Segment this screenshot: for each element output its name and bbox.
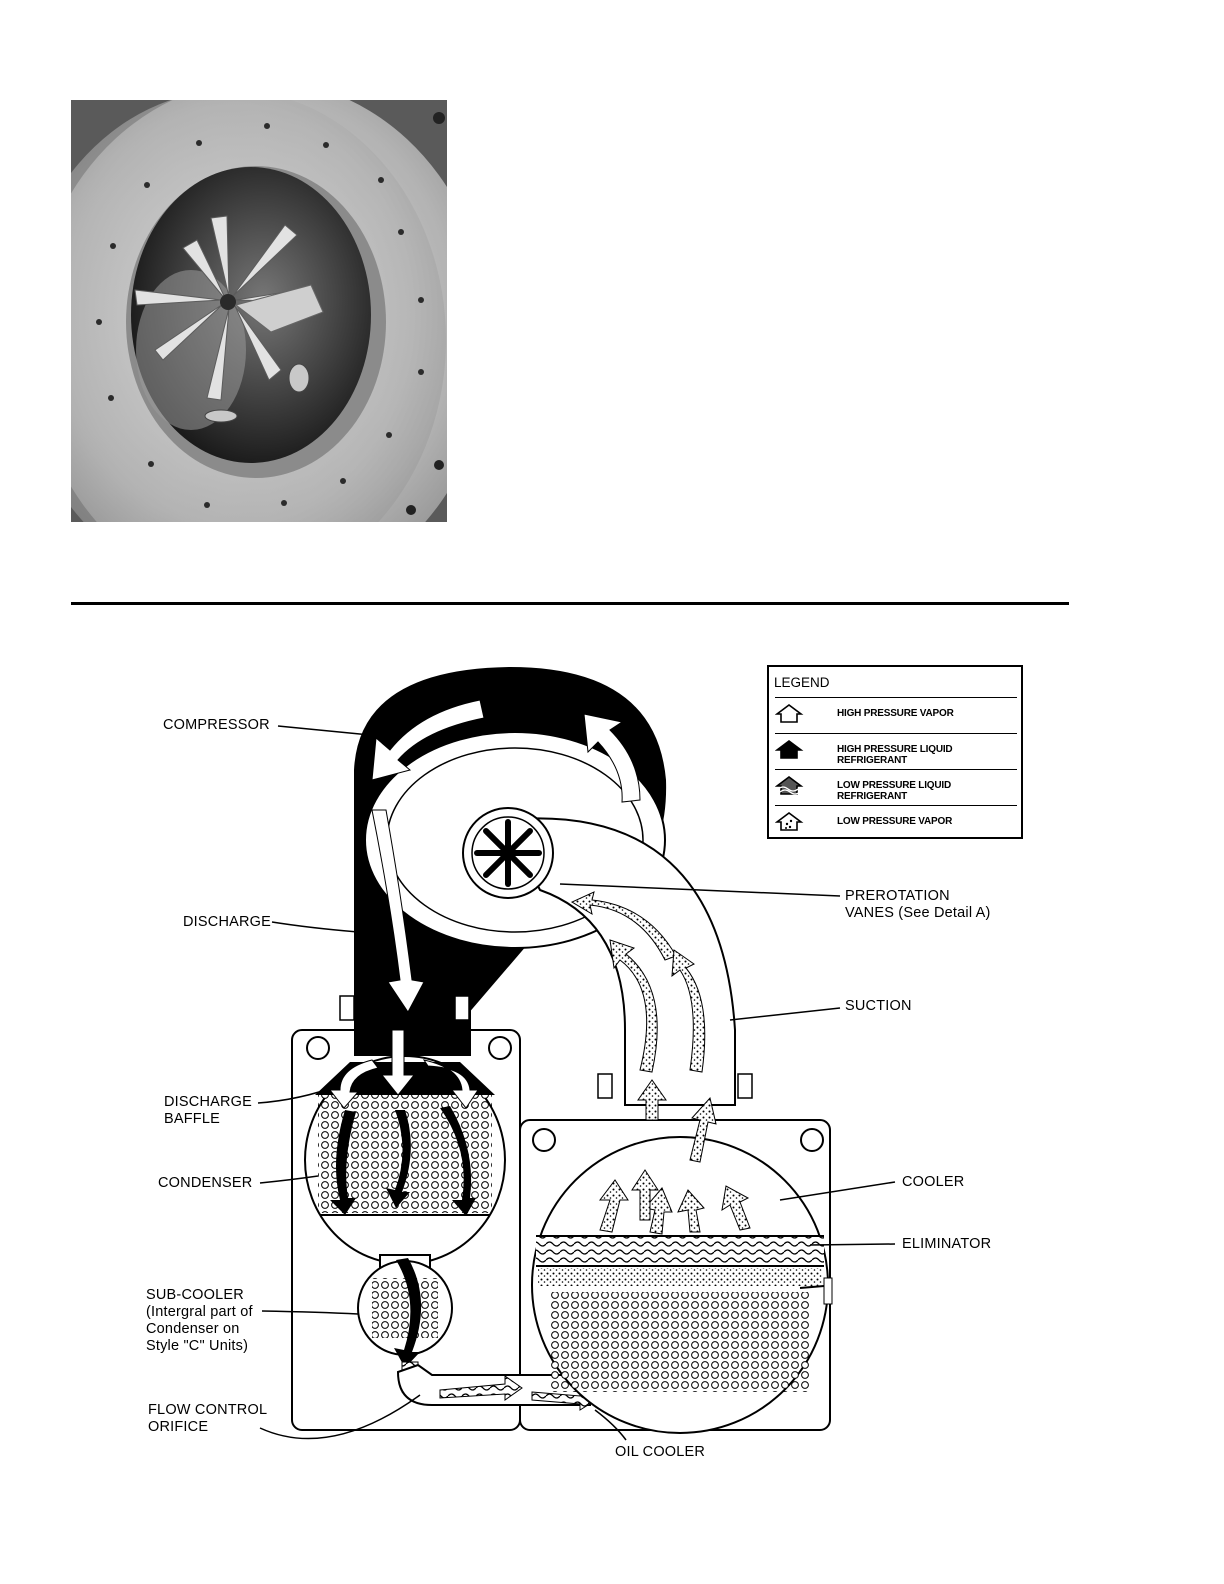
- section-divider: [71, 602, 1069, 605]
- sub-cooler-label: SUB-COOLER(Intergral part of Condenser o…: [146, 1287, 253, 1354]
- prerotation-vanes-photo: [71, 100, 447, 522]
- legend: LEGEND HIGH PRESSURE VAPOR HIGH PRESSURE…: [767, 665, 1023, 839]
- legend-title: LEGEND: [774, 675, 830, 690]
- hollow-arrow-icon: [775, 704, 804, 723]
- legend-item: LOW PRESSURE LIQUID REFRIGERANT: [775, 769, 1017, 804]
- discharge-label: DISCHARGE: [183, 914, 272, 930]
- cooler-label: COOLER: [902, 1174, 965, 1190]
- oil-cooler-label: OIL COOLER: [615, 1444, 706, 1460]
- legend-item: LOW PRESSURE VAPOR: [775, 805, 1017, 836]
- speckled-arrow-icon: [775, 812, 804, 831]
- wavy-arrow-icon: [775, 776, 804, 795]
- refrigerant-flow-diagram: [257, 666, 896, 1441]
- suction-label: SUCTION: [845, 998, 912, 1014]
- legend-item: HIGH PRESSURE LIQUID REFRIGERANT: [775, 733, 1017, 768]
- eliminator-label: ELIMINATOR: [902, 1236, 992, 1252]
- solid-arrow-icon: [775, 740, 804, 759]
- compressor-label: COMPRESSOR: [163, 717, 270, 733]
- condenser-label: CONDENSER: [158, 1175, 253, 1191]
- legend-item: HIGH PRESSURE VAPOR: [775, 697, 1017, 732]
